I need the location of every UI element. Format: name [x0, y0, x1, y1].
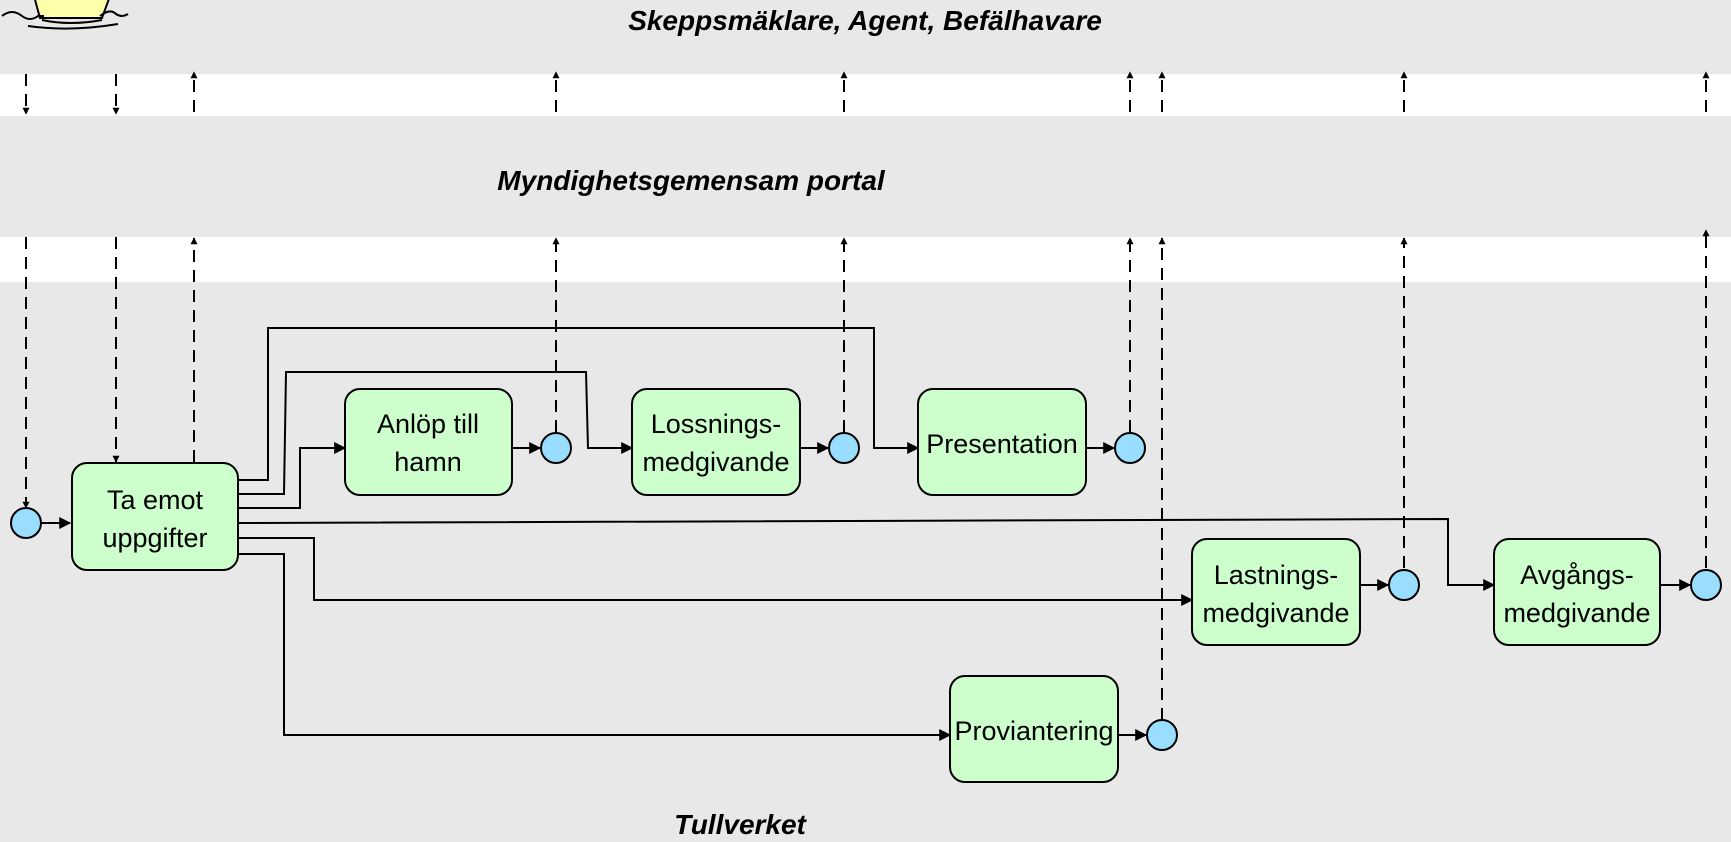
activity-presentation: Presentation	[917, 388, 1087, 496]
activity-label: Lossnings-	[651, 409, 782, 439]
end-event-proviantering	[1146, 719, 1178, 751]
end-event-lastning	[1388, 569, 1420, 601]
end-event-lossning	[828, 432, 860, 464]
activity-avgangsmedgivande: Avgångs- medgivande	[1493, 538, 1661, 646]
lane-title-bottom: Tullverket	[674, 809, 807, 840]
activity-label: Avgångs-	[1520, 560, 1634, 590]
end-event-avgang	[1690, 569, 1722, 601]
activity-label: medgivande	[1202, 598, 1349, 628]
lane-middle	[0, 116, 1731, 237]
lane-title-top: Skeppsmäklare, Agent, Befälhavare	[628, 5, 1102, 36]
end-event-anlop	[540, 432, 572, 464]
activity-label: Presentation	[926, 429, 1078, 459]
message-flows-lower	[22, 229, 1710, 720]
activity-label: Anlöp till	[377, 409, 479, 439]
start-event	[10, 507, 42, 539]
activity-lossningsmedgivande: Lossnings- medgivande	[631, 388, 801, 496]
ship-icon	[1, 0, 129, 30]
lane-bottom	[0, 282, 1731, 842]
message-flows-upper	[22, 71, 1710, 115]
lane-top	[0, 0, 1731, 74]
activity-anlop-till-hamn: Anlöp till hamn	[344, 388, 513, 496]
activity-label: Ta emot	[107, 485, 204, 515]
activity-label: Lastnings-	[1214, 560, 1339, 590]
end-event-presentation	[1114, 432, 1146, 464]
activity-lastningsmedgivande: Lastnings- medgivande	[1191, 538, 1361, 646]
activity-label: uppgifter	[102, 523, 207, 553]
activity-label: Proviantering	[954, 716, 1113, 746]
activity-label: medgivande	[1503, 598, 1650, 628]
sequence-flows	[40, 327, 1692, 741]
activity-proviantering: Proviantering	[949, 675, 1119, 783]
activity-ta-emot-uppgifter: Ta emot uppgifter	[71, 462, 239, 571]
lane-title-middle: Myndighetsgemensam portal	[497, 165, 886, 196]
activity-label: medgivande	[642, 447, 789, 477]
activity-label: hamn	[394, 447, 462, 477]
